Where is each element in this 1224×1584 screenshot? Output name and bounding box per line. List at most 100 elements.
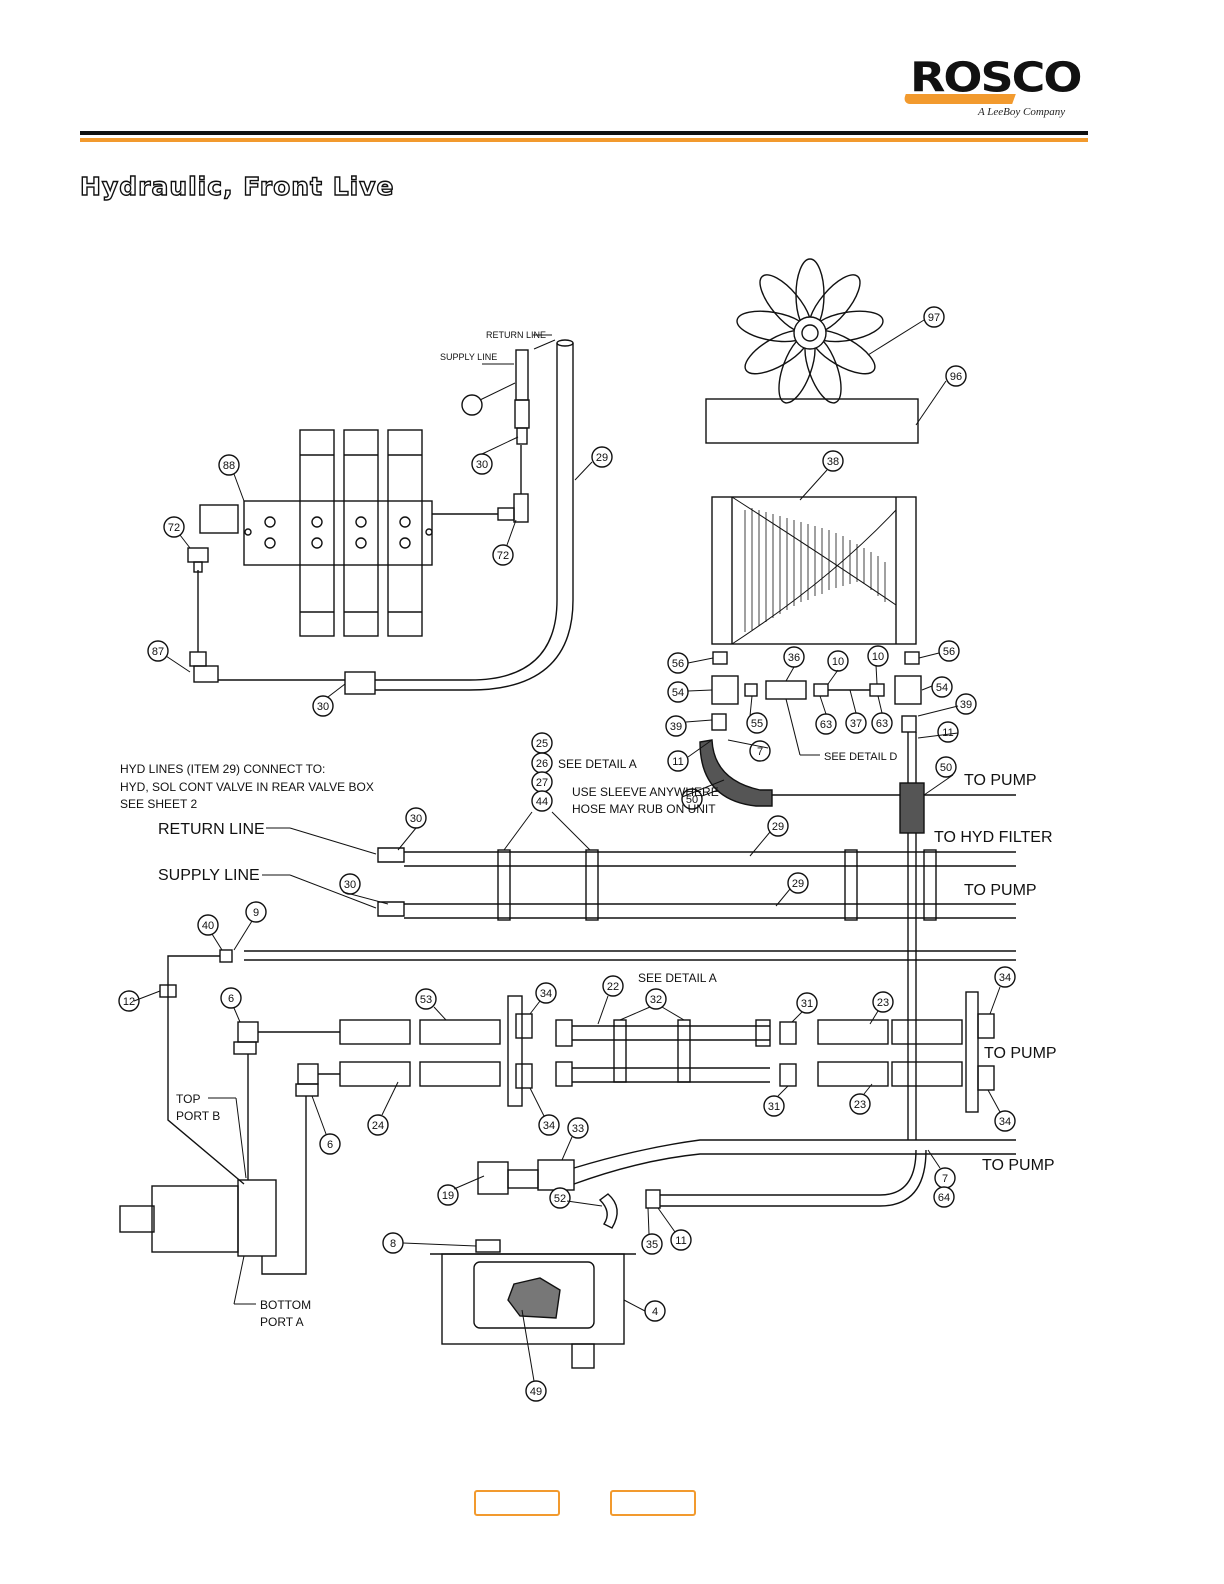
main-lines xyxy=(159,847,1016,1185)
svg-text:23: 23 xyxy=(877,997,889,1009)
svg-text:30: 30 xyxy=(344,879,356,891)
label-to-pump-4: TO PUMP xyxy=(982,1157,1055,1174)
svg-text:22: 22 xyxy=(607,981,619,993)
svg-text:24: 24 xyxy=(372,1120,384,1132)
svg-text:72: 72 xyxy=(497,550,509,562)
svg-text:6: 6 xyxy=(327,1139,333,1151)
hose-assemblies xyxy=(233,991,995,1113)
svg-text:87: 87 xyxy=(152,646,164,658)
lower-lines xyxy=(477,1139,1016,1229)
svg-text:49: 49 xyxy=(530,1386,542,1398)
svg-text:34: 34 xyxy=(543,1120,555,1132)
svg-text:11: 11 xyxy=(675,1235,686,1247)
label-top-port-1: TOP xyxy=(176,1092,200,1106)
svg-text:63: 63 xyxy=(820,719,832,731)
svg-text:11: 11 xyxy=(672,756,683,768)
label-to-pump-3: TO PUMP xyxy=(984,1045,1057,1062)
svg-text:7: 7 xyxy=(757,746,763,758)
svg-text:8: 8 xyxy=(390,1238,396,1250)
svg-text:27: 27 xyxy=(536,777,548,789)
svg-text:10: 10 xyxy=(832,656,844,668)
svg-text:19: 19 xyxy=(442,1190,454,1202)
svg-text:97: 97 xyxy=(928,312,940,324)
svg-text:29: 29 xyxy=(792,878,804,890)
svg-text:34: 34 xyxy=(999,972,1011,984)
label-to-pump-1: TO PUMP xyxy=(964,772,1037,789)
label-see-detail-d: SEE DETAIL D xyxy=(824,751,897,763)
shroud xyxy=(705,398,919,444)
svg-text:39: 39 xyxy=(670,721,682,733)
svg-text:31: 31 xyxy=(768,1101,780,1113)
svg-text:54: 54 xyxy=(936,682,948,694)
label-sleeve-2: HOSE MAY RUB ON UNIT xyxy=(572,802,716,816)
svg-text:4: 4 xyxy=(652,1306,658,1318)
logo-wordmark: ROSCO xyxy=(910,52,1083,102)
header-rule-orange xyxy=(80,138,1088,142)
svg-text:25: 25 xyxy=(536,738,548,750)
svg-text:29: 29 xyxy=(772,821,784,833)
svg-text:11: 11 xyxy=(942,727,953,739)
svg-text:72: 72 xyxy=(168,522,180,534)
svg-text:9: 9 xyxy=(253,907,259,919)
label-bottom-port-1: BOTTOM xyxy=(260,1298,311,1312)
svg-text:34: 34 xyxy=(540,988,552,1000)
svg-text:56: 56 xyxy=(943,646,955,658)
svg-text:39: 39 xyxy=(960,699,972,711)
svg-text:10: 10 xyxy=(872,651,884,663)
svg-text:7: 7 xyxy=(942,1173,948,1185)
label-to-pump-2: TO PUMP xyxy=(964,882,1037,899)
diagram-labels: RETURN LINE SUPPLY LINE HYD LINES (ITEM … xyxy=(120,330,1057,1329)
svg-text:30: 30 xyxy=(476,459,488,471)
svg-text:52: 52 xyxy=(554,1193,566,1205)
svg-text:96: 96 xyxy=(950,371,962,383)
oil-cooler xyxy=(711,496,917,645)
svg-text:63: 63 xyxy=(876,718,888,730)
label-top-port-2: PORT B xyxy=(176,1109,220,1123)
svg-text:32: 32 xyxy=(650,994,662,1006)
fan xyxy=(736,258,884,404)
svg-text:38: 38 xyxy=(827,456,839,468)
page-title: Hydraulic, Front Live xyxy=(79,171,395,201)
note-line-3: SEE SHEET 2 xyxy=(120,797,197,811)
svg-text:29: 29 xyxy=(596,452,608,464)
label-bottom-port-2: PORT A xyxy=(260,1315,304,1329)
svg-text:37: 37 xyxy=(850,718,862,730)
pump-motor xyxy=(119,1054,307,1275)
svg-text:30: 30 xyxy=(410,813,422,825)
valve-bank xyxy=(199,429,433,637)
svg-text:40: 40 xyxy=(202,920,214,932)
note-line-2: HYD, SOL CONT VALVE IN REAR VALVE BOX xyxy=(120,780,374,794)
svg-text:53: 53 xyxy=(420,994,432,1006)
label-see-detail-a-2: SEE DETAIL A xyxy=(638,971,717,985)
svg-text:50: 50 xyxy=(940,762,952,774)
rosco-logo: ROSCO A LeeBoy Company xyxy=(902,50,1083,122)
previous-page-button[interactable] xyxy=(474,1490,560,1516)
logo-tagline: A LeeBoy Company xyxy=(978,106,1066,118)
svg-text:23: 23 xyxy=(854,1099,866,1111)
label-to-hyd-filter: TO HYD FILTER xyxy=(934,829,1053,846)
svg-text:55: 55 xyxy=(751,718,763,730)
svg-text:44: 44 xyxy=(536,796,548,808)
hydraulic-tank xyxy=(430,1239,636,1369)
svg-text:54: 54 xyxy=(672,687,684,699)
svg-text:6: 6 xyxy=(228,993,234,1005)
next-page-button[interactable] xyxy=(610,1490,696,1516)
svg-text:12: 12 xyxy=(123,996,135,1008)
svg-text:56: 56 xyxy=(672,658,684,670)
label-supply-line: SUPPLY LINE xyxy=(158,867,260,884)
svg-text:33: 33 xyxy=(572,1123,584,1135)
callout-bubbles xyxy=(118,306,1016,1402)
valve-lines xyxy=(187,339,574,695)
label-see-detail-a-1: SEE DETAIL A xyxy=(558,757,637,771)
leader-lines xyxy=(133,319,1001,1382)
label-sleeve-1: USE SLEEVE ANYWHERE xyxy=(572,785,719,799)
svg-text:31: 31 xyxy=(801,998,813,1010)
svg-text:36: 36 xyxy=(788,652,800,664)
svg-text:50: 50 xyxy=(686,794,698,806)
svg-text:26: 26 xyxy=(536,758,548,770)
label-supply-line-small: SUPPLY LINE xyxy=(440,352,497,362)
svg-text:35: 35 xyxy=(646,1239,658,1251)
svg-text:88: 88 xyxy=(223,460,235,472)
